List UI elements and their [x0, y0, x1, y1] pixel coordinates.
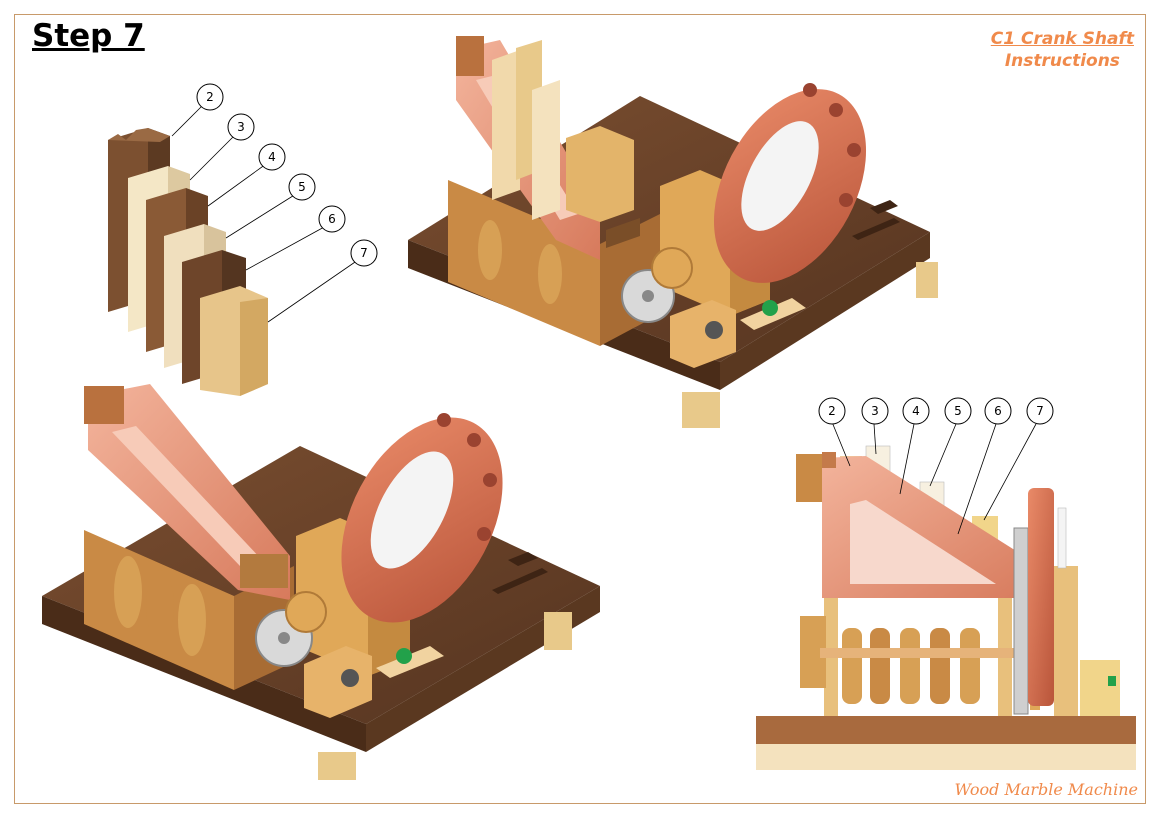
footer-label: Wood Marble Machine: [954, 780, 1138, 799]
callout-side-7: 7: [1036, 404, 1044, 418]
side-crank-discs: [820, 628, 1040, 704]
flywheel: [713, 83, 867, 283]
side-support: [606, 218, 640, 248]
callout-side-5: 5: [954, 404, 962, 418]
callout-side-2: 2: [828, 404, 836, 418]
document-title: C1 Crank Shaft Instructions: [991, 28, 1134, 72]
callout-exploded-5: 5: [298, 180, 306, 194]
motor-bracket-bottom: [304, 646, 444, 718]
side-callouts: 2 3 4 5 6 7: [818, 397, 1054, 535]
side-motor-bracket: [1054, 507, 1120, 716]
callout-exploded-7: 7: [360, 246, 368, 260]
crank-rollers: [478, 220, 592, 316]
exploded-crank-parts: [108, 128, 268, 396]
flywheel-bottom: [341, 413, 503, 623]
side-flywheel: [1028, 488, 1054, 706]
motor-bracket: [670, 298, 806, 368]
exploded-callouts: 2 3 4 5 6 7: [171, 83, 378, 323]
step-title: Step 7: [32, 18, 145, 54]
callout-exploded-4: 4: [268, 150, 276, 164]
callout-side-4: 4: [912, 404, 920, 418]
side-pink-truss: [822, 452, 1040, 598]
pink-truss-frame-bottom: [84, 384, 290, 600]
document-title-line2: Instructions: [1004, 51, 1120, 71]
slots-on-base: [852, 200, 900, 240]
comb-blocks-top: [492, 40, 634, 222]
callout-side-3: 3: [871, 404, 879, 418]
slots-on-base-bottom: [492, 552, 548, 594]
callout-side-6: 6: [994, 404, 1002, 418]
part-7-block: [200, 286, 268, 396]
machine-iso-view-top: [408, 36, 938, 428]
callout-exploded-6: 6: [328, 212, 336, 226]
machine-iso-view-bottom: [42, 384, 600, 780]
crank-rollers-bottom: [114, 556, 206, 656]
side-base: [756, 716, 1136, 770]
page-border: [14, 14, 1146, 804]
machine-side-view: [756, 445, 1136, 770]
document-title-line1: C1 Crank Shaft: [990, 29, 1134, 49]
callout-exploded-2: 2: [206, 90, 214, 104]
callout-exploded-3: 3: [237, 120, 245, 134]
